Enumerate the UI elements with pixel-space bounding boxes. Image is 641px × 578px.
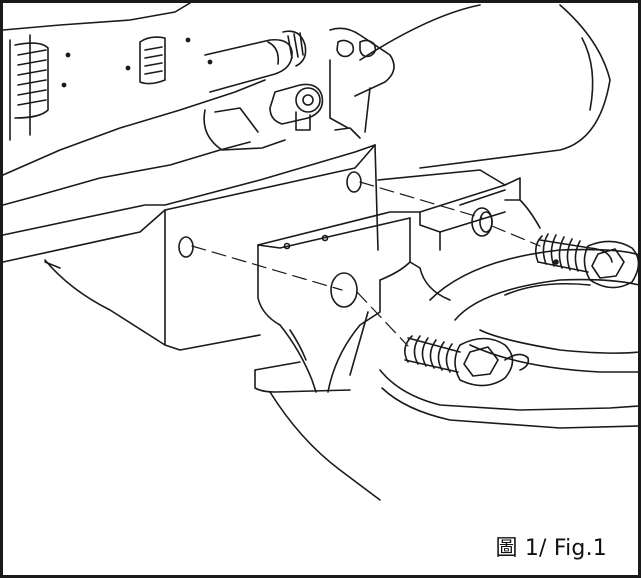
socket-head-bolt-upper: [534, 233, 640, 289]
machine-body: [2, 2, 611, 206]
alignment-lines: [191, 181, 541, 347]
figure-caption: 圖 1/ Fig.1: [495, 536, 607, 561]
base-plate: [254, 248, 640, 501]
left-mounting-block: [2, 144, 379, 351]
socket-head-bolt-lower: [404, 335, 530, 387]
clamp-bracket: [257, 169, 541, 393]
